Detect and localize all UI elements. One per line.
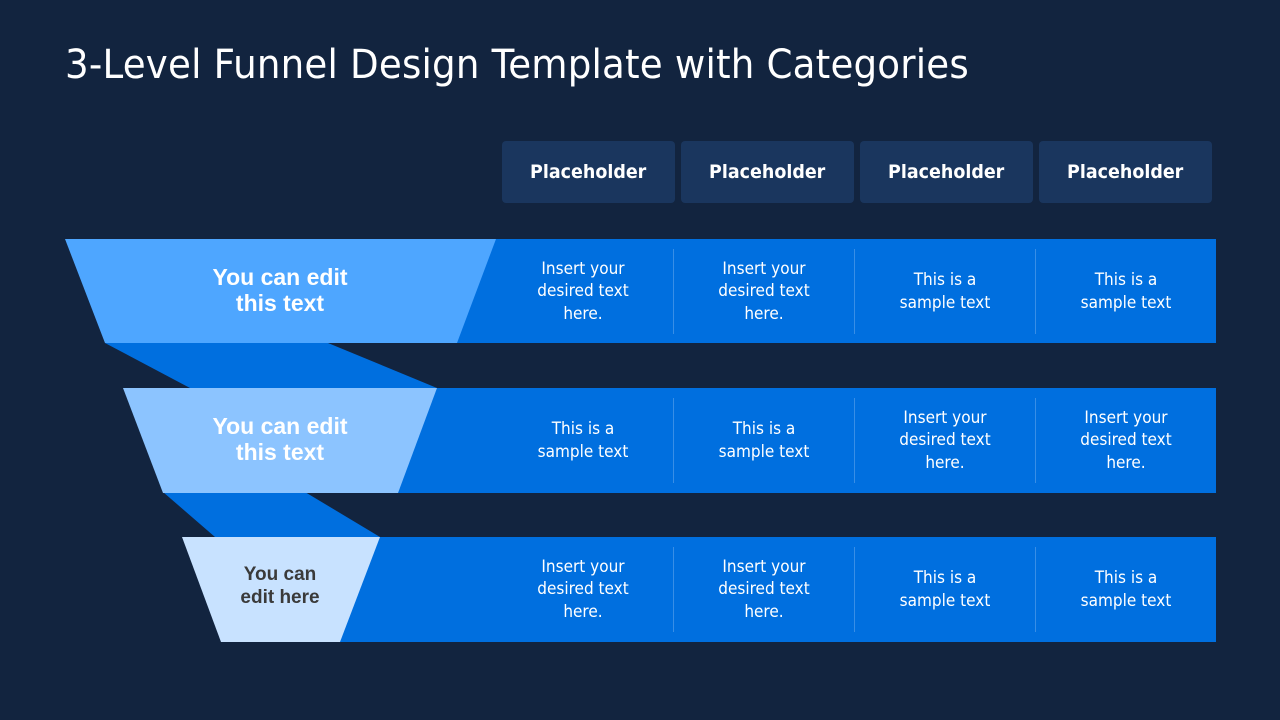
level-3-row: Insert your desired text here. Insert yo… <box>492 537 1216 642</box>
level-2-label-line-1: You can edit <box>212 413 348 439</box>
level-2-cell-3[interactable]: Insert your desired text here. <box>854 388 1035 493</box>
level-3-cell-2[interactable]: Insert your desired text here. <box>673 537 854 642</box>
level-3-cell-4[interactable]: This is a sample text <box>1035 537 1216 642</box>
column-header-label: Placeholder <box>709 161 826 183</box>
level-2-label-line-2: this text <box>235 439 325 465</box>
cell-text: This is a sample text <box>1080 270 1171 313</box>
level-2-cell-2[interactable]: This is a sample text <box>673 388 854 493</box>
level-3-label-line-2: edit here <box>240 587 320 608</box>
level-2-band <box>390 388 1216 493</box>
level-1-cell-3[interactable]: This is a sample text <box>854 239 1035 344</box>
cell-text: This is a sample text <box>899 270 990 313</box>
level-1-label[interactable]: You can edit this text <box>150 264 410 316</box>
level-3-cell-3[interactable]: This is a sample text <box>854 537 1035 642</box>
cell-text: This is a sample text <box>718 419 809 462</box>
level-2-row: This is a sample text This is a sample t… <box>492 388 1216 493</box>
connector-1-2 <box>105 343 437 388</box>
column-header-label: Placeholder <box>1067 161 1184 183</box>
column-header-3: Placeholder <box>860 141 1033 203</box>
cell-text: Insert your desired text here. <box>898 407 991 473</box>
column-header-2: Placeholder <box>681 141 854 203</box>
level-1-cell-1[interactable]: Insert your desired text here. <box>492 239 673 344</box>
cell-text: This is a sample text <box>899 568 990 611</box>
level-1-label-line-1: You can edit <box>212 264 348 290</box>
column-header-label: Placeholder <box>530 161 647 183</box>
column-header-label: Placeholder <box>888 161 1005 183</box>
column-header-1: Placeholder <box>502 141 675 203</box>
level-1-label-line-2: this text <box>235 290 325 316</box>
cell-text: Insert your desired text here. <box>536 556 629 622</box>
connector-2-3 <box>163 492 380 537</box>
level-1-cell-2[interactable]: Insert your desired text here. <box>673 239 854 344</box>
level-3-label[interactable]: You can edit here <box>180 563 380 609</box>
column-header-4: Placeholder <box>1039 141 1212 203</box>
slide-title: 3-Level Funnel Design Template with Cate… <box>65 42 969 88</box>
cell-text: Insert your desired text here. <box>717 556 810 622</box>
cell-text: Insert your desired text here. <box>717 258 810 324</box>
cell-text: Insert your desired text here. <box>536 258 629 324</box>
level-2-cell-1[interactable]: This is a sample text <box>492 388 673 493</box>
cell-text: Insert your desired text here. <box>1079 407 1172 473</box>
level-3-cell-1[interactable]: Insert your desired text here. <box>492 537 673 642</box>
funnel-level-3 <box>182 537 380 642</box>
level-2-cell-4[interactable]: Insert your desired text here. <box>1035 388 1216 493</box>
level-3-label-line-1: You can <box>243 564 317 585</box>
funnel-level-2 <box>123 388 437 493</box>
level-1-cell-4[interactable]: This is a sample text <box>1035 239 1216 344</box>
level-3-band <box>330 537 1216 642</box>
level-1-band <box>440 239 1216 343</box>
funnel-level-1 <box>65 239 496 343</box>
level-2-label[interactable]: You can edit this text <box>150 413 410 465</box>
cell-text: This is a sample text <box>1080 568 1171 611</box>
cell-text: This is a sample text <box>537 419 628 462</box>
level-1-row: Insert your desired text here. Insert yo… <box>492 239 1216 344</box>
